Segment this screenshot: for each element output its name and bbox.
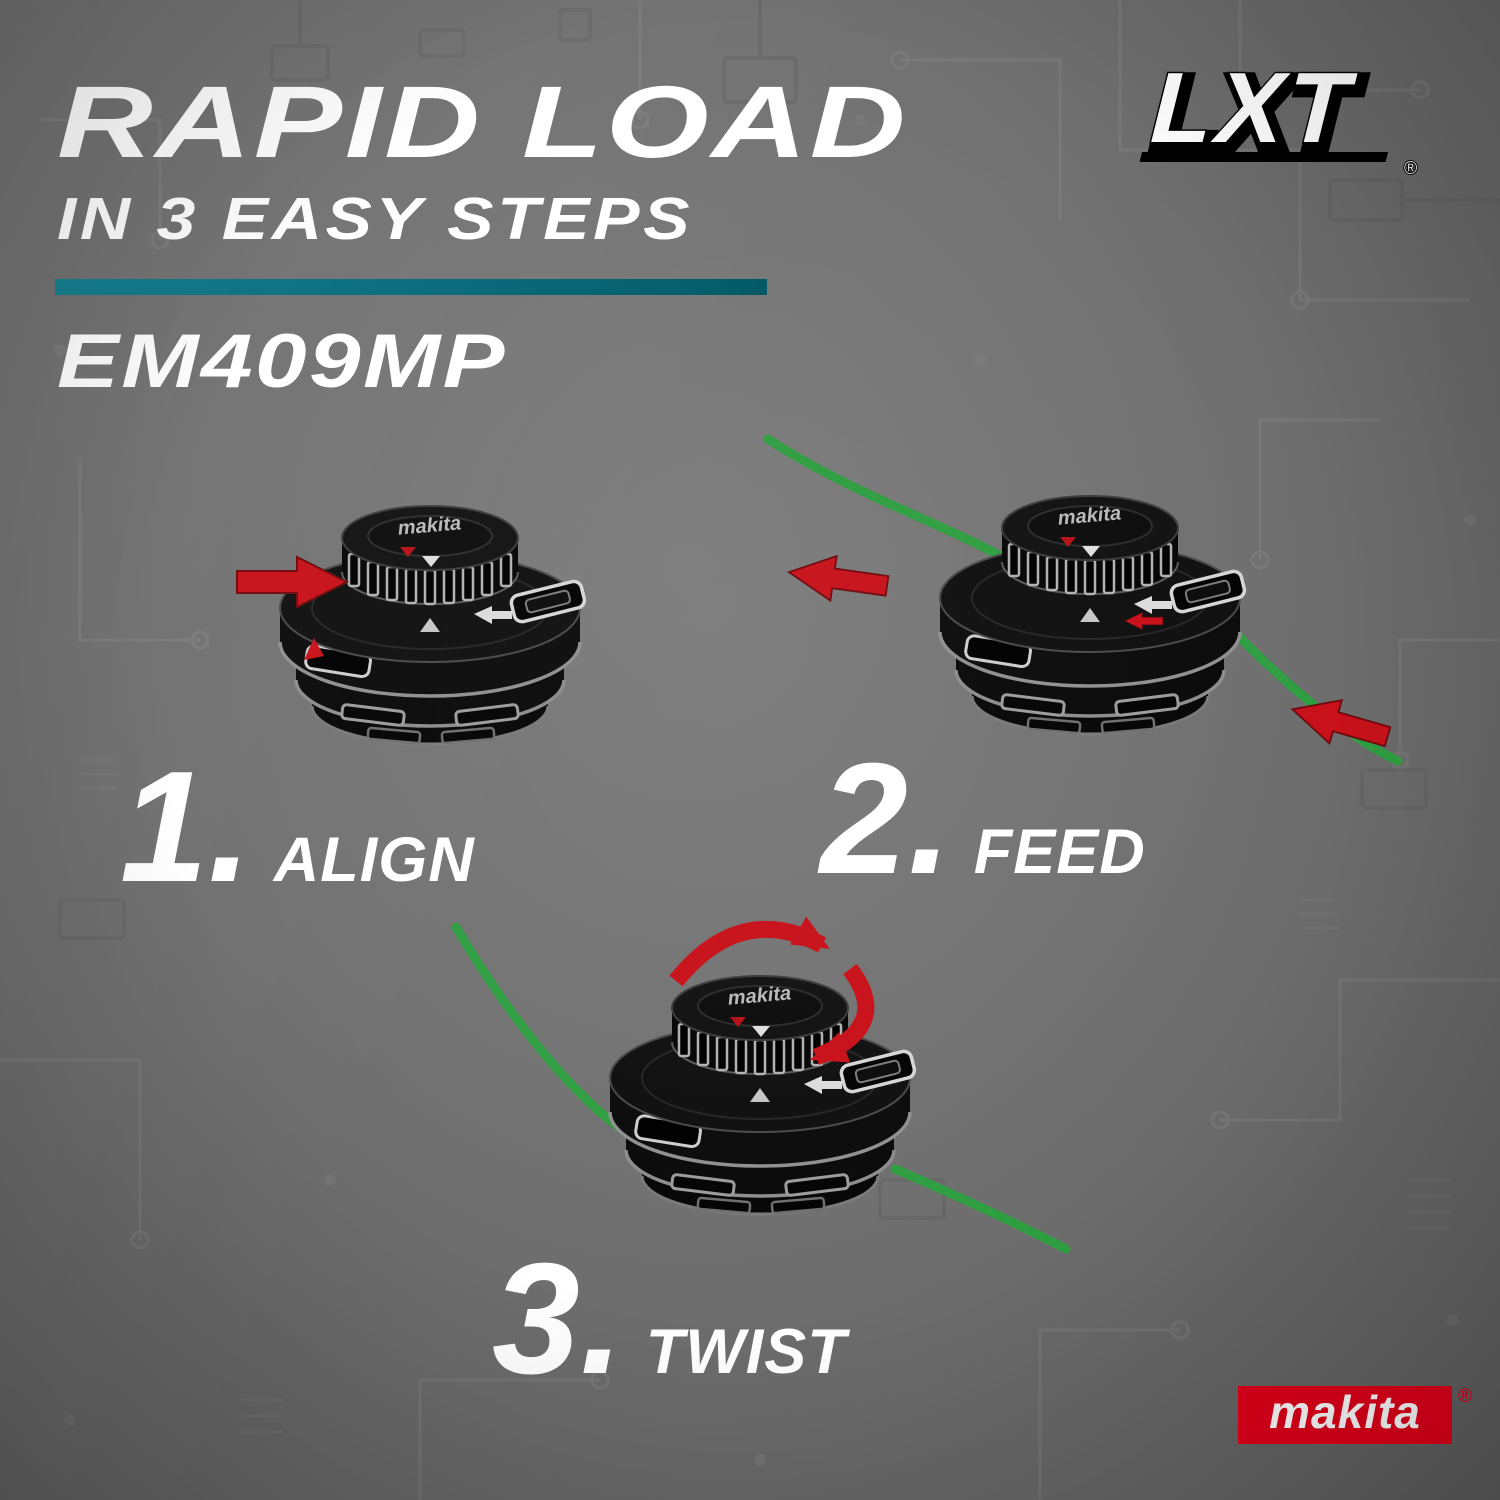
step1-number: 1.: [120, 739, 252, 915]
model-number: EM409MP: [57, 319, 507, 404]
step1-caption: 1. ALIGN: [120, 748, 475, 906]
step2-number: 2.: [820, 731, 952, 907]
step3-caption: 3. TWIST: [492, 1240, 847, 1398]
lxt-logo: LXT LXT ®: [1137, 56, 1419, 179]
page-subtitle: IN 3 EASY STEPS: [57, 186, 694, 253]
twist-arrow-tip-top: [790, 916, 839, 963]
header: RAPID LOAD IN 3 EASY STEPS: [57, 70, 905, 249]
circuit-traces-dark: [58, 0, 1500, 1220]
lxt-registered-mark: ®: [1404, 158, 1417, 178]
step2-caption: 2. FEED: [820, 740, 1146, 898]
feed-arrow-left-icon: [784, 548, 892, 610]
twist-rotation-arrows: [669, 916, 875, 1076]
teal-divider-bar: [55, 279, 767, 295]
makita-logo: makita ®: [1238, 1386, 1472, 1444]
align-triangle-icon: [304, 638, 324, 660]
trimmer-head-2: [938, 494, 1248, 736]
step2-feed-illustration: [763, 434, 1403, 766]
step3-number: 3.: [492, 1231, 624, 1407]
trimmer-line-green: [763, 434, 1403, 766]
step2-label: FEED: [973, 817, 1146, 887]
step1-align-illustration: [236, 504, 588, 746]
trimmer-head-1: [278, 504, 588, 746]
circuit-resistor-banks: [80, 558, 1450, 1434]
page-title: RAPID LOAD: [57, 65, 909, 179]
makita-logo-text: makita: [1269, 1386, 1421, 1438]
circuit-vias: [54, 114, 1476, 1466]
makita-registered-mark: ®: [1458, 1386, 1472, 1407]
step3-twist-illustration: [451, 916, 1071, 1254]
step3-label: TWIST: [645, 1317, 847, 1387]
lxt-underline: [1139, 152, 1389, 162]
step1-label: ALIGN: [273, 825, 475, 895]
lxt-logo-text: LXT: [1139, 56, 1368, 164]
makita-logo-box: makita: [1238, 1386, 1452, 1444]
